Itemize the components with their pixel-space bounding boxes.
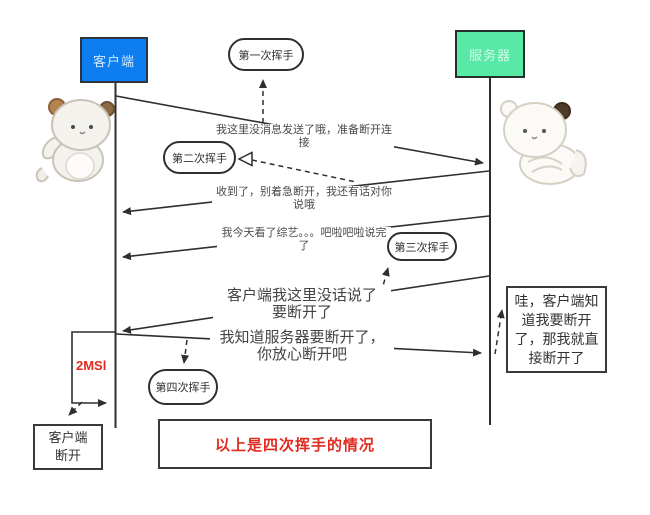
first-wave-pill: 第一次挥手 (228, 38, 304, 71)
summary-banner-text: 以上是四次挥手的情况 (214, 436, 375, 454)
fourth-wave-pill: 第四次挥手 (148, 369, 218, 405)
server-actor-box: 服务器 (455, 30, 525, 78)
message-1-label: 我这里没消息发送了哦，准备断开连接 (214, 124, 394, 150)
client-cat-illustration (35, 98, 115, 183)
client-disconnected-line2: 断开 (54, 448, 81, 463)
client-actor-box: 客户端 (80, 37, 148, 83)
message-4-line1: 客户端我这里没话说了 (226, 287, 377, 304)
server-actor-label: 服务器 (468, 47, 511, 63)
cat-folded-arms (527, 156, 563, 173)
second-wave-pill: 第二次挥手 (163, 141, 236, 174)
cat-mouth (531, 136, 538, 140)
connector-server-close-note (494, 309, 505, 355)
cat-eye (542, 129, 546, 133)
server-cat-illustration (500, 100, 587, 185)
message-5-line1: 我知道服务器要断开了， (219, 329, 385, 346)
cat-tail (35, 167, 49, 183)
third-wave-label: 第三次挥手 (394, 241, 450, 254)
cat-belly (65, 152, 95, 180)
server-thought-text: 哇，客户端知道我要断开了，那我就直接断开了 (514, 292, 599, 366)
connector-fourth-wave (181, 339, 190, 364)
cat-eye (71, 125, 75, 129)
msl-wait-label: 2MSl (76, 358, 107, 373)
client-disconnected-box: 客户端 断开 (33, 424, 103, 470)
message-5-line2: 你放心断开吧 (256, 346, 347, 363)
connector-second-wave (251, 159, 357, 183)
message-3-label: 我今天看了综艺。。。吧啦吧啦说完了 (217, 227, 391, 253)
client-actor-label: 客户端 (92, 53, 135, 69)
server-thought-box: 哇，客户端知道我要断开了，那我就直接断开了 (506, 286, 607, 373)
message-4-line2: 要断开了 (271, 304, 332, 321)
fourth-wave-label: 第四次挥手 (155, 382, 211, 394)
message-2-label: 收到了，别着急断开，我还有话对你说哦 (212, 186, 396, 212)
message-4-label: 客户端我这里没话说了 要断开了 (213, 287, 391, 321)
message-5-label: 我知道服务器要断开了， 你放心断开吧 (210, 329, 394, 363)
hollow-arrowhead-second-wave (237, 151, 253, 167)
cat-eye (89, 125, 93, 129)
connector-client-disconnect (68, 401, 83, 416)
first-wave-label: 第一次挥手 (238, 49, 294, 62)
second-wave-label: 第二次挥手 (172, 152, 227, 165)
cat-head (503, 102, 567, 158)
cat-wing-paw (569, 149, 587, 177)
client-disconnected-line1: 客户端 (48, 430, 88, 445)
cat-mouth (79, 131, 86, 135)
cat-eye (523, 129, 527, 133)
summary-banner-box: 以上是四次挥手的情况 (158, 419, 432, 469)
third-wave-pill: 第三次挥手 (387, 232, 457, 261)
cat-head (51, 99, 111, 151)
